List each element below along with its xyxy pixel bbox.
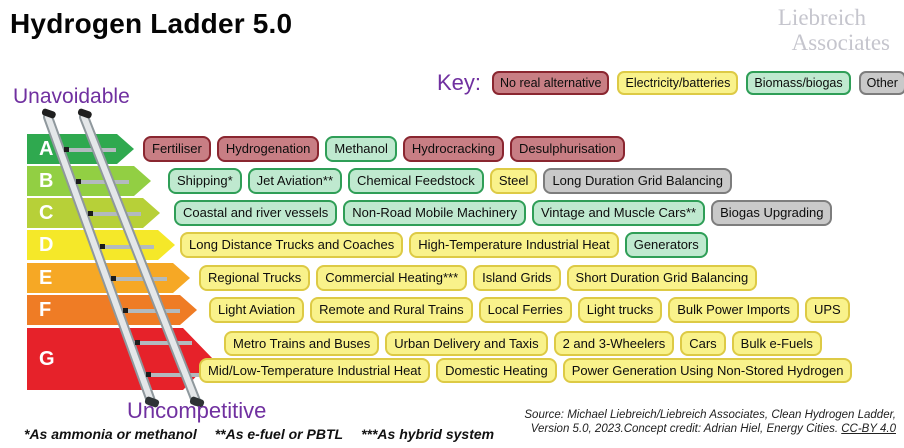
use-case-pill: Hydrocracking [402, 136, 504, 162]
use-case-pill: Light trucks [577, 297, 663, 323]
use-case-pill: Fertiliser [143, 136, 211, 162]
grade-letter-c: C [39, 201, 54, 224]
use-case-pill: Jet Aviation** [247, 168, 343, 194]
grade-arrow-f: F [27, 295, 197, 325]
use-case-pill: Commercial Heating*** [316, 265, 468, 291]
use-case-pill: Bulk Power Imports [668, 297, 799, 323]
use-case-pill: Methanol [325, 136, 397, 162]
key-pill-no_alternative: No real alternative [492, 70, 610, 96]
use-case-pill: Steel [489, 168, 538, 194]
use-case-pill: Chemical Feedstock [348, 168, 484, 194]
legend: Key: No real alternative Electricity/batt… [437, 70, 904, 96]
use-case-pill: Cars [680, 330, 726, 357]
use-case-pill: High-Temperature Industrial Heat [409, 232, 619, 258]
footnote-3: ***As hybrid system [361, 426, 495, 442]
grade-arrow-b: B [27, 166, 151, 196]
liebreich-associates-logo: Liebreich Associates [777, 5, 890, 56]
use-case-pill: Metro Trains and Buses [224, 330, 380, 357]
use-case-pill: Island Grids [473, 265, 561, 291]
source-line2: Version 5.0, 2023.Concept credit: Adrian… [524, 422, 896, 436]
use-case-pill: Regional Trucks [199, 265, 311, 291]
use-case-pill: Local Ferries [478, 297, 572, 323]
footnote-2: **As e-fuel or PBTL [214, 426, 344, 442]
key-pills: No real alternative Electricity/batteries… [492, 70, 904, 96]
use-case-pill: Vintage and Muscle Cars** [531, 200, 706, 226]
page-title: Hydrogen Ladder 5.0 [10, 8, 293, 39]
use-case-pill: 2 and 3-Wheelers [553, 330, 675, 357]
grade-letter-g: G [39, 347, 55, 370]
pill-row-b: Shipping*Jet Aviation**Chemical Feedstoc… [168, 166, 733, 196]
key-pill-electricity: Electricity/batteries [617, 70, 739, 96]
source-attribution: Source: Michael Liebreich/Liebreich Asso… [524, 408, 896, 437]
logo-line2: Associates [791, 29, 890, 55]
axis-label-bottom: Uncompetitive [127, 398, 267, 423]
axis-label-top: Unavoidable [13, 85, 130, 108]
use-case-pill: Desulphurisation [509, 136, 625, 162]
grade-letter-b: B [39, 169, 54, 192]
use-case-pill: Shipping* [168, 168, 242, 194]
grade-arrow-a: A [27, 134, 134, 164]
use-case-pill: UPS [804, 297, 850, 323]
use-case-pill: Biogas Upgrading [711, 200, 833, 226]
legend-title: Key: [437, 70, 482, 95]
grade-letter-d: D [39, 233, 54, 256]
use-case-pill: Non-Road Mobile Machinery [343, 200, 526, 226]
source-line1: Source: Michael Liebreich/Liebreich Asso… [524, 409, 896, 421]
use-case-pill: Domestic Heating [436, 357, 557, 384]
use-case-pill: Power Generation Using Non-Stored Hydrog… [562, 357, 853, 384]
grade-arrow-g: G [27, 328, 213, 390]
footnotes: *As ammonia or methanol **As e-fuel or PB… [24, 426, 512, 442]
key-pill-biomass: Biomass/biogas [746, 70, 851, 96]
grade-arrow-d: D [27, 230, 175, 260]
use-case-pill: Light Aviation [209, 297, 305, 323]
use-case-pill: Long Distance Trucks and Coaches [180, 232, 404, 258]
use-case-pill: Coastal and river vessels [174, 200, 338, 226]
grade-arrow-e: E [27, 263, 190, 293]
grade-letter-f: F [39, 298, 52, 321]
cc-by-link[interactable]: CC-BY 4.0 [841, 423, 896, 436]
use-case-pill: Bulk e-Fuels [731, 330, 822, 357]
logo-line1: Liebreich [777, 5, 866, 30]
grade-letter-e: E [39, 266, 53, 289]
use-case-pill: Long Duration Grid Balancing [543, 168, 733, 194]
footnote-1: *As ammonia or methanol [24, 426, 197, 442]
source-line2-text: Version 5.0, 2023.Concept credit: Adrian… [530, 423, 839, 436]
grade-letter-a: A [39, 137, 54, 160]
use-case-pill: Hydrogenation [216, 136, 320, 162]
use-case-pill: Generators [624, 232, 708, 258]
use-case-pill: Remote and Rural Trains [310, 297, 473, 323]
grade-arrow-c: C [27, 198, 160, 228]
use-case-pill: Mid/Low-Temperature Industrial Heat [199, 357, 431, 384]
key-pill-other: Other [858, 70, 904, 96]
use-case-pill: Short Duration Grid Balancing [566, 265, 758, 291]
use-case-pill: Urban Delivery and Taxis [385, 330, 548, 357]
